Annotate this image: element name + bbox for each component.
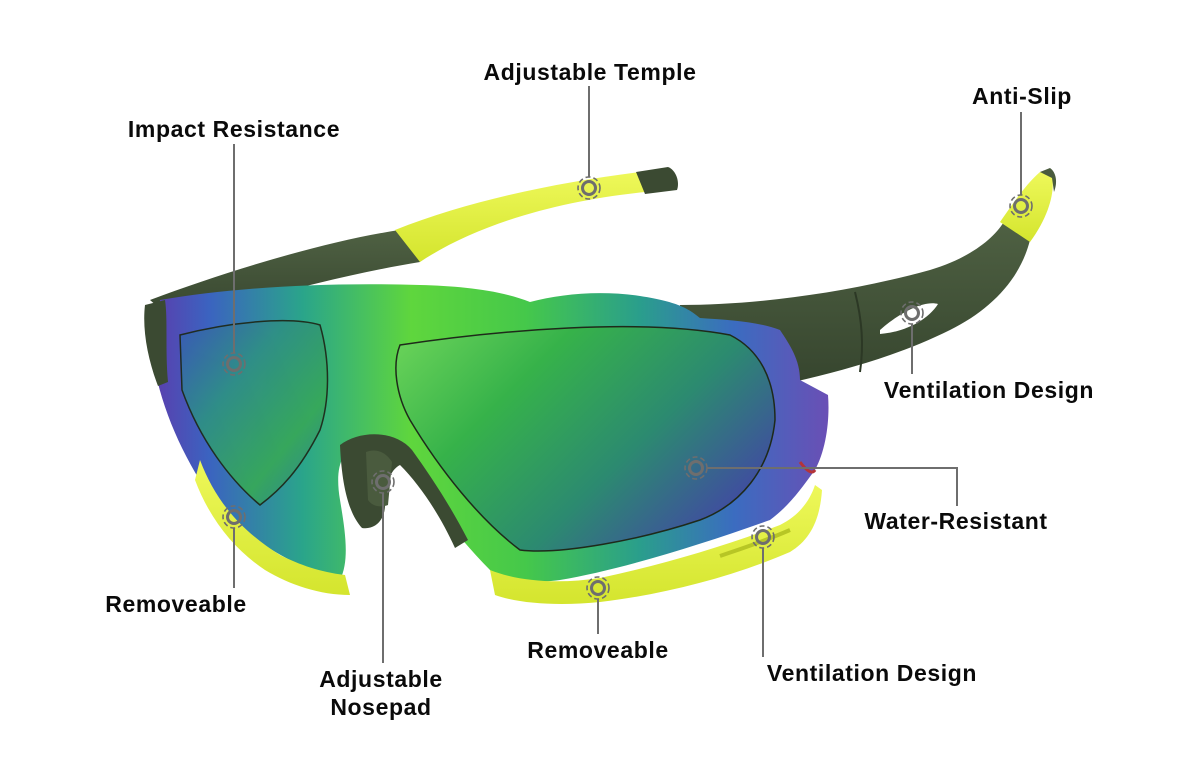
leader-line-water-resistant (707, 467, 958, 506)
callout-markers (222, 176, 1033, 600)
label-impact-resistance: Impact Resistance (127, 116, 341, 142)
label-adjustable-nosepad-line2: Nosepad (330, 694, 432, 720)
left-hinge (144, 300, 168, 386)
label-ventilation-design-bottom: Ventilation Design (766, 660, 978, 686)
marker-ventilation-design-bottom-icon (751, 525, 775, 549)
marker-adjustable-nosepad-icon (371, 470, 395, 494)
marker-adjustable-temple-icon (577, 176, 601, 200)
marker-ventilation-design-temple-icon (900, 301, 924, 325)
leader-lines (233, 86, 1022, 663)
marker-water-resistant-icon (684, 456, 708, 480)
label-water-resistant: Water-Resistant (864, 508, 1048, 534)
label-anti-slip: Anti-Slip (972, 83, 1072, 109)
label-removeable-left: Removeable (105, 591, 247, 617)
shield-lens (155, 284, 829, 582)
marker-removeable-bottom-icon (586, 576, 610, 600)
label-adjustable-temple: Adjustable Temple (483, 59, 697, 85)
label-ventilation-design-temple: Ventilation Design (883, 377, 1095, 403)
label-adjustable-nosepad: Adjustable Nosepad (291, 665, 471, 721)
marker-removeable-left-icon (222, 505, 246, 529)
marker-impact-resistance-icon (222, 352, 246, 376)
label-removeable-bottom: Removeable (527, 637, 669, 663)
label-adjustable-nosepad-line1: Adjustable (319, 666, 443, 692)
marker-anti-slip-icon (1009, 194, 1033, 218)
